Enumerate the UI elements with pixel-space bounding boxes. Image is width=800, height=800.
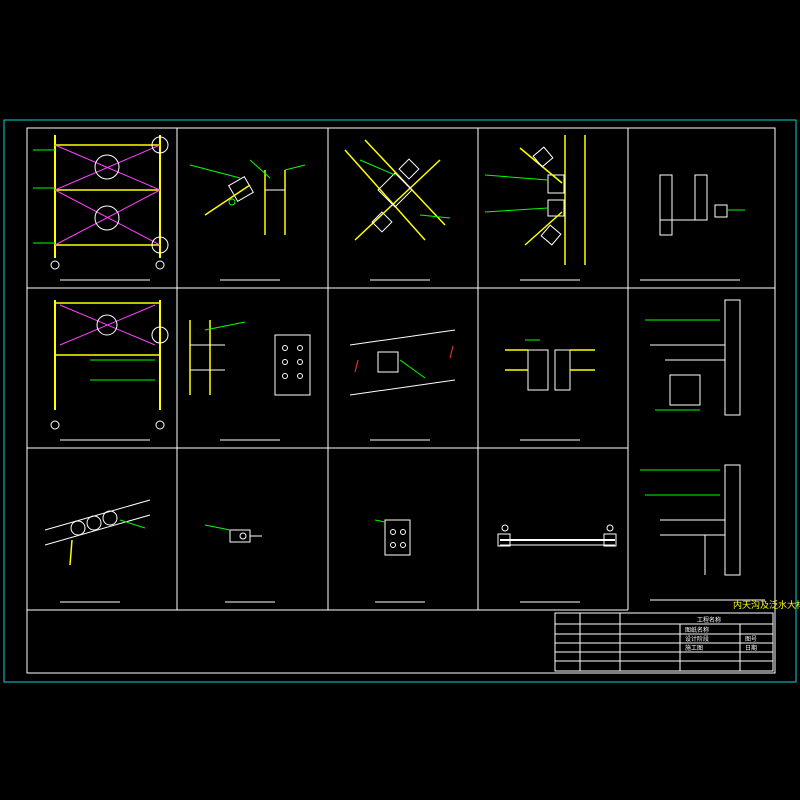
panel-bracing-elevation-1 — [33, 135, 169, 281]
panel-section-a-a — [505, 339, 595, 441]
title-block-row-4: 施工图 — [685, 644, 703, 652]
panel-gutter-flashing-detail — [640, 299, 765, 601]
title-block — [554, 612, 774, 672]
panel-purlin-connection — [349, 329, 456, 441]
title-block-row-2: 图纸名称 — [685, 626, 709, 634]
title-block-row-1: 工程名称 — [697, 616, 721, 624]
panel-bracing-elevation-2 — [50, 300, 169, 441]
panel-section-b-b — [44, 499, 151, 603]
panel-grid — [27, 128, 775, 611]
panel-detail-5 — [189, 320, 311, 441]
title-block-row-6: 日期 — [745, 644, 757, 652]
panel-node-detail-1 — [189, 159, 306, 281]
panel-gutter-detail — [640, 174, 745, 281]
panel-horizontal-bracing — [497, 524, 617, 603]
panel-connection-2 — [374, 519, 425, 603]
side-detail-title: 内天沟及泛水大样 — [733, 599, 800, 611]
title-block-row-3: 设计阶段 — [685, 635, 709, 643]
sheet-outer-border — [3, 119, 797, 683]
panel-node-detail-2 — [344, 139, 451, 281]
panel-connection-1 — [204, 524, 275, 603]
title-block-row-5: 图号 — [745, 636, 757, 643]
sheet-inner-border — [26, 127, 776, 674]
panel-node-detail-3 — [484, 135, 586, 281]
